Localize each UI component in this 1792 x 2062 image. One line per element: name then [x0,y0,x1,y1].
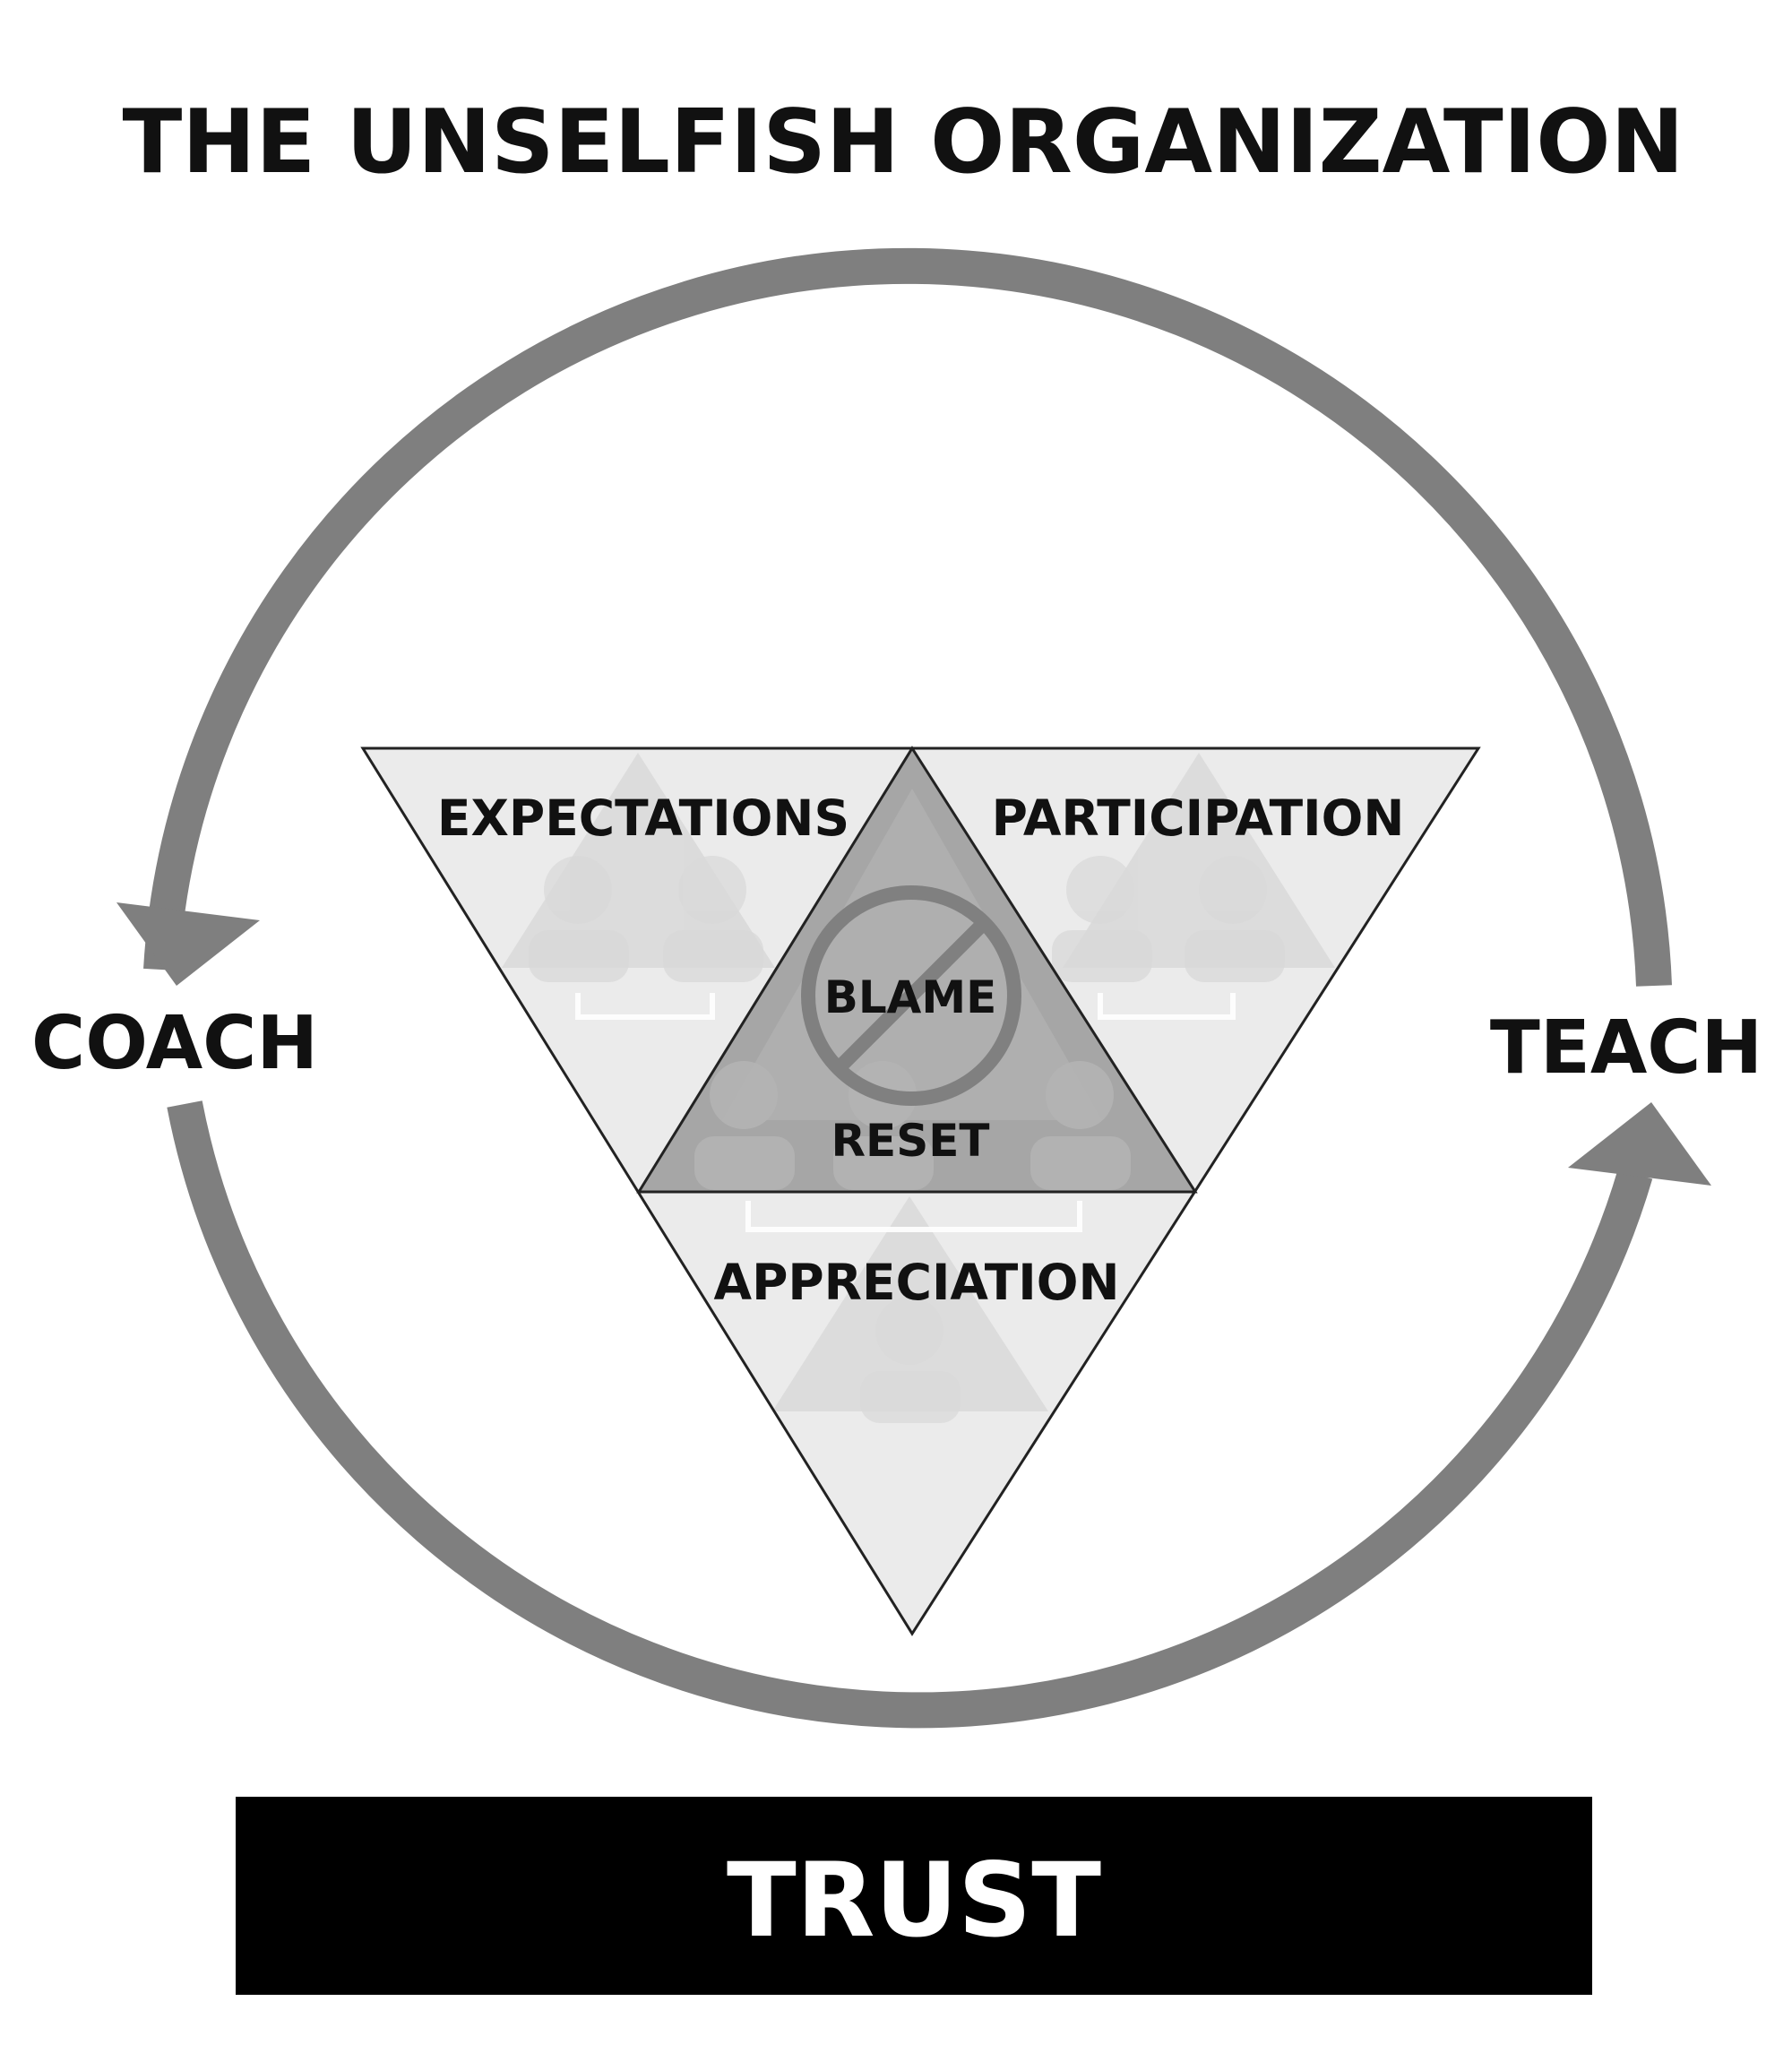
principles-triangle: EXPECTATIONS PARTICIPATION BLAME RESET A… [360,746,1481,1636]
teach-arrowhead-icon [1568,1102,1711,1186]
participation-label: PARTICIPATION [992,789,1405,847]
people-figures-watermark [529,856,1285,1423]
person-icon-body [1052,930,1152,982]
lower-arc [167,1100,1653,1729]
coach-label: COACH [31,1001,318,1086]
cycle-ring [143,247,1672,1729]
diagram-title: THE UNSELFISH ORGANIZATION [122,91,1684,194]
trust-foundation-bar [236,1797,1592,1995]
no-blame-prohibition-icon [801,885,1021,1106]
triangle-outlines [360,746,1481,1636]
org-connector-lines [575,993,1236,1232]
person-icon [1066,856,1134,924]
trust-label: TRUST [727,1841,1101,1960]
person-icon-body [860,1371,961,1423]
teach-label: TEACH [1490,1005,1762,1091]
reset-label: RESET [831,1115,990,1167]
appreciation-label: APPRECIATION [714,1254,1120,1311]
expectations-label: EXPECTATIONS [437,789,849,847]
upper-arc [143,247,1672,987]
person-icon [875,1297,943,1365]
blame-label: BLAME [824,971,997,1023]
person-icon-body [663,930,763,982]
coach-arrowhead-icon [116,902,260,986]
person-icon [544,856,612,924]
person-icon-body [1185,930,1285,982]
expectations-panel [363,748,912,1192]
person-icon-body [529,930,629,982]
person-icon [678,856,746,924]
person-icon [1199,856,1267,924]
